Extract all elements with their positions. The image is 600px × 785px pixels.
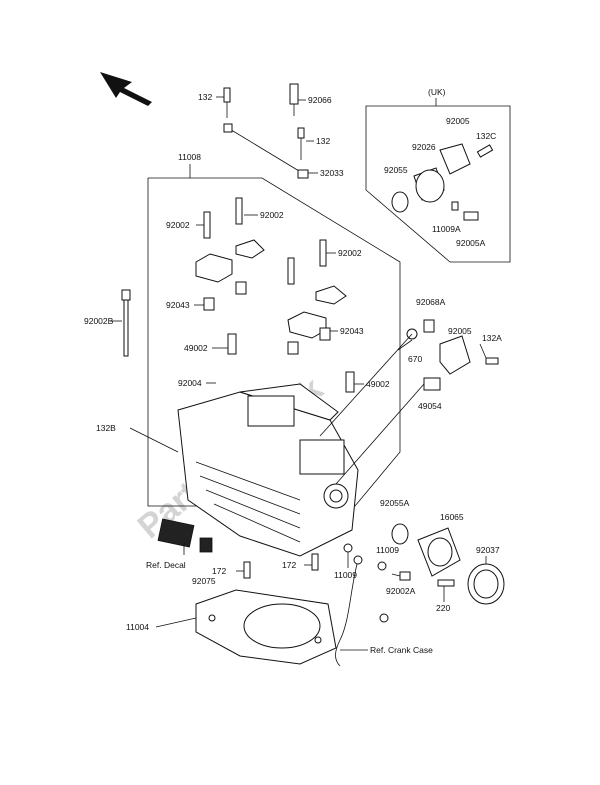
head-frame-outline bbox=[147, 177, 401, 507]
label-92037: 92037 bbox=[476, 545, 500, 555]
label-92005: 92005 bbox=[448, 326, 472, 336]
dowel-172-right bbox=[311, 553, 319, 571]
label-132-mid: 132 bbox=[316, 136, 330, 146]
label-32033: 32033 bbox=[320, 168, 344, 178]
bracket-32033 bbox=[223, 83, 309, 179]
label-11009-b: 11009 bbox=[334, 570, 357, 580]
label-92055: 92055 bbox=[384, 165, 408, 175]
cylinder-head bbox=[177, 383, 359, 557]
label-92005a: 92005A bbox=[456, 238, 486, 248]
label-92055a: 92055A bbox=[380, 498, 410, 508]
label-92002-b: 92002 bbox=[166, 220, 190, 230]
uk-inset-box bbox=[365, 105, 511, 263]
label-132a: 132A bbox=[482, 333, 502, 343]
leader-lines bbox=[110, 96, 487, 651]
label-11009a: 11009A bbox=[432, 224, 461, 234]
label-11009-a: 11009 bbox=[376, 545, 399, 555]
direction-arrow-icon bbox=[100, 72, 152, 106]
valve-cap-49002-left bbox=[227, 333, 237, 355]
label-ref-crank-case: Ref. Crank Case bbox=[370, 645, 433, 655]
label-172-a: 172 bbox=[212, 566, 226, 576]
label-670: 670 bbox=[408, 354, 422, 364]
decal-plate bbox=[157, 518, 195, 548]
oil-pipe bbox=[335, 559, 359, 667]
label-92066: 92066 bbox=[308, 95, 332, 105]
uk-inset-parts bbox=[391, 143, 494, 221]
dowel-172-left bbox=[243, 561, 251, 579]
right-side-parts bbox=[343, 319, 505, 605]
label-92002-a: 92002 bbox=[260, 210, 284, 220]
label-92002a: 92002A bbox=[386, 586, 416, 596]
label-ref-decal: Ref. Decal bbox=[146, 560, 186, 570]
label-92002-c: 92002 bbox=[338, 248, 362, 258]
label-92075: 92075 bbox=[192, 576, 216, 586]
label-49002-b: 49002 bbox=[366, 379, 390, 389]
label-92068a: 92068A bbox=[416, 297, 446, 307]
label-92043-a: 92043 bbox=[166, 300, 190, 310]
label-49054: 49054 bbox=[418, 401, 442, 411]
part-labels: (UK) 132 92066 132 32033 11008 92002 920… bbox=[84, 87, 502, 655]
plug-92075 bbox=[199, 537, 213, 553]
label-132b: 132B bbox=[96, 423, 116, 433]
label-132-top: 132 bbox=[198, 92, 212, 102]
label-172-b: 172 bbox=[282, 560, 296, 570]
label-92005-uk: 92005 bbox=[446, 116, 470, 126]
rocker-holders bbox=[195, 197, 347, 355]
label-49002-a: 49002 bbox=[184, 343, 208, 353]
label-92026: 92026 bbox=[412, 142, 436, 152]
label-92043-b: 92043 bbox=[340, 326, 364, 336]
long-bolt-92002b bbox=[121, 289, 131, 357]
label-132c: 132C bbox=[476, 131, 496, 141]
label-92002b: 92002B bbox=[84, 316, 114, 326]
label-220: 220 bbox=[436, 603, 450, 613]
head-gasket-11004 bbox=[195, 589, 337, 665]
label-11004: 11004 bbox=[126, 622, 149, 632]
valve-cap-49002-right bbox=[345, 371, 355, 393]
label-11008: 11008 bbox=[178, 152, 201, 162]
label-16065: 16065 bbox=[440, 512, 464, 522]
label-92004: 92004 bbox=[178, 378, 202, 388]
label-uk: (UK) bbox=[428, 87, 446, 97]
